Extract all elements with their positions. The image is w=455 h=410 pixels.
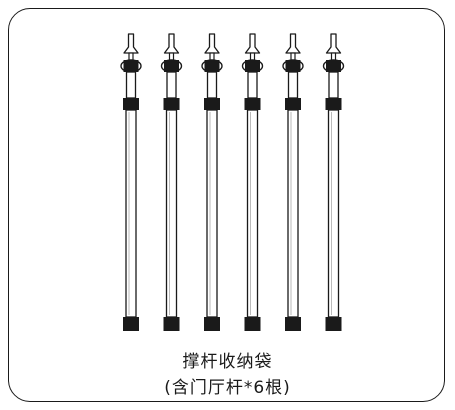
pole-tip-icon — [244, 33, 261, 54]
product-card — [8, 8, 445, 402]
pole-joint-cap — [163, 98, 180, 110]
tent-pole — [241, 33, 264, 331]
product-title: 撑杆收纳袋 — [182, 352, 273, 372]
tent-pole — [322, 33, 345, 331]
product-subtitle: (含门厅杆*6根) — [164, 378, 291, 398]
pole-tube — [125, 109, 137, 318]
pole-top-cap — [285, 60, 301, 72]
pole-top-cap — [326, 60, 341, 72]
pole-tip-icon — [123, 33, 139, 54]
pole-joint-cap — [123, 98, 139, 110]
pole-joint-cap — [244, 98, 261, 110]
pole-top-cap — [123, 60, 139, 72]
pole-bottom-cap — [123, 317, 139, 331]
pole-joint-cap — [204, 98, 220, 110]
pole-bottom-cap — [163, 317, 180, 331]
pole-top-cap — [204, 60, 220, 72]
pole-tube — [287, 109, 299, 318]
pole-joint-cap — [325, 98, 342, 110]
pole-tube — [206, 109, 218, 318]
tent-pole — [201, 33, 223, 331]
pole-bottom-cap — [244, 317, 261, 331]
pole-bottom-cap — [204, 317, 220, 331]
pole-bottom-cap — [285, 317, 301, 331]
pole-tube — [327, 109, 340, 318]
pole-top-cap — [164, 60, 179, 72]
tent-pole — [160, 33, 183, 331]
pole-tip-icon — [285, 33, 301, 54]
pole-top-cap — [245, 60, 260, 72]
tent-pole — [282, 33, 304, 331]
pole-tube — [165, 109, 178, 318]
tent-pole — [120, 33, 142, 331]
pole-bottom-cap — [325, 317, 342, 331]
pole-tip-icon — [325, 33, 342, 54]
pole-tip-icon — [163, 33, 180, 54]
pole-tube — [246, 109, 259, 318]
pole-joint-cap — [285, 98, 301, 110]
pole-tip-icon — [204, 33, 220, 54]
